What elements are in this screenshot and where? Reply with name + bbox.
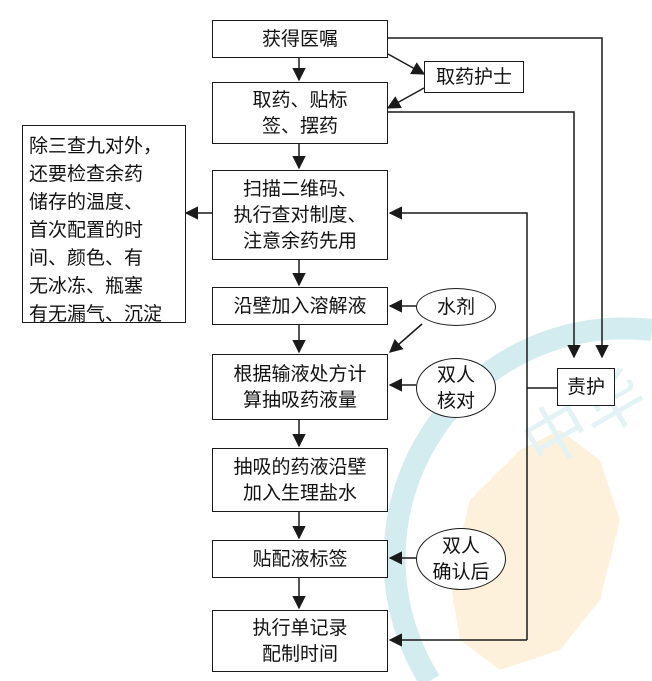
- watermark-map-shape: [450, 430, 620, 670]
- step-calculate: 根据输液处方计 算抽吸药液量: [212, 354, 388, 420]
- step-add-saline: 抽吸的药液沿壁 加入生理盐水: [212, 448, 388, 512]
- arrow-order-to-responsible: [388, 37, 609, 359]
- step-scan-check: 扫描二维码、 执行查对制度、 注意余药先用: [212, 170, 388, 260]
- responsible-nurse: 责护: [557, 368, 615, 406]
- step-take-medicine-nurse: 取药护士: [424, 61, 524, 93]
- arrow-nurse-to-take: [386, 87, 425, 109]
- oval-double-confirm: 双人 确认后: [416, 528, 506, 590]
- arrow-take-to-responsible: [388, 111, 581, 359]
- oval-water-agent: 水剂: [416, 288, 496, 326]
- arrow-water-to-calc: [388, 323, 423, 353]
- step-take-label-place: 取药、贴标 签、摆药: [212, 82, 388, 144]
- side-note-checks: 除三查九对外， 还要检查余药 储存的温度、 首次配置的时 间、颜色、有 无冰冻、…: [22, 125, 186, 325]
- arrow-order-to-nurse: [387, 53, 426, 75]
- arrow-loop-to-scan: [388, 206, 528, 640]
- step-label-bag: 贴配液标签: [212, 540, 388, 578]
- step-get-order: 获得医嘱: [212, 20, 388, 58]
- step-record-time: 执行单记录 配制时间: [212, 610, 388, 672]
- oval-double-check: 双人 核对: [416, 358, 496, 418]
- step-add-solvent: 沿壁加入溶解液: [212, 287, 388, 325]
